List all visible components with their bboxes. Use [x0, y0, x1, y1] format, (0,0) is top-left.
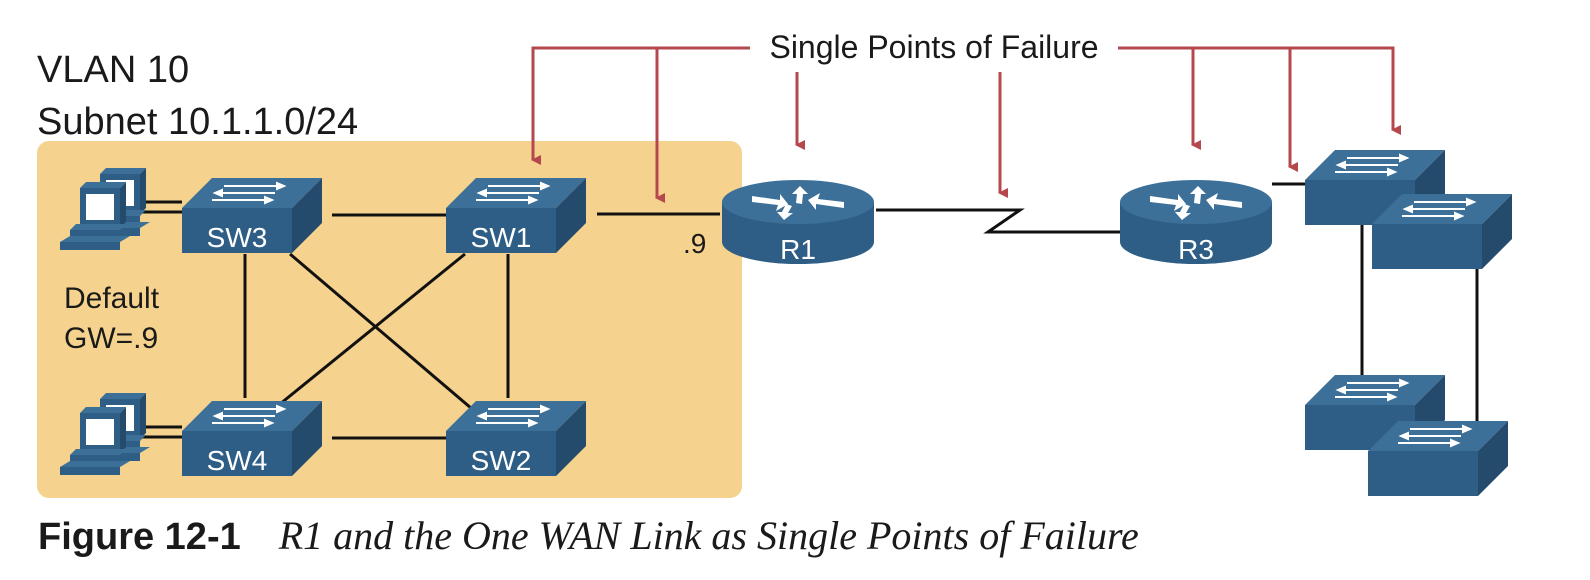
r1-interface-label: .9 [683, 228, 706, 259]
remote-switch-icon [1367, 420, 1509, 497]
failure-callout-label: Single Points of Failure [769, 29, 1098, 65]
failure-arrow-remote-switch [1118, 46, 1401, 135]
failure-arrows [531, 46, 1401, 203]
switch-sw3: SW3 [181, 177, 323, 254]
router-r1-label: R1 [780, 234, 816, 265]
link-sw1-sw4 [279, 252, 466, 406]
figure-caption: Figure 12-1 R1 and the One WAN Link as Si… [38, 512, 1139, 559]
router-r1: R1 [722, 180, 874, 265]
default-gateway-label-line1: Default [64, 282, 160, 315]
switch-sw2: SW2 [445, 400, 587, 477]
link-sw3-sw2 [289, 252, 479, 416]
figure-number: Figure 12-1 [38, 516, 241, 558]
switch-sw1: SW1 [445, 177, 587, 254]
switch-sw4: SW4 [181, 400, 323, 477]
remote-links [1272, 182, 1479, 423]
figure-title: R1 and the One WAN Link as Single Points… [278, 513, 1139, 558]
wan-link [876, 208, 1120, 234]
switch-sw4-label: SW4 [207, 445, 268, 476]
switch-sw2-label: SW2 [471, 445, 532, 476]
router-r3-label: R3 [1178, 234, 1214, 265]
failure-arrow-sw1 [531, 46, 750, 165]
remote-switch-icon [1371, 193, 1513, 270]
switch-sw1-label: SW1 [471, 222, 532, 253]
router-r3: R3 [1120, 180, 1272, 265]
lan-links [130, 200, 720, 440]
switch-sw3-label: SW3 [207, 222, 268, 253]
default-gateway-label-line2: GW=.9 [64, 322, 158, 355]
vlan-label: VLAN 10 [37, 49, 189, 91]
subnet-label: Subnet 10.1.1.0/24 [37, 101, 358, 143]
